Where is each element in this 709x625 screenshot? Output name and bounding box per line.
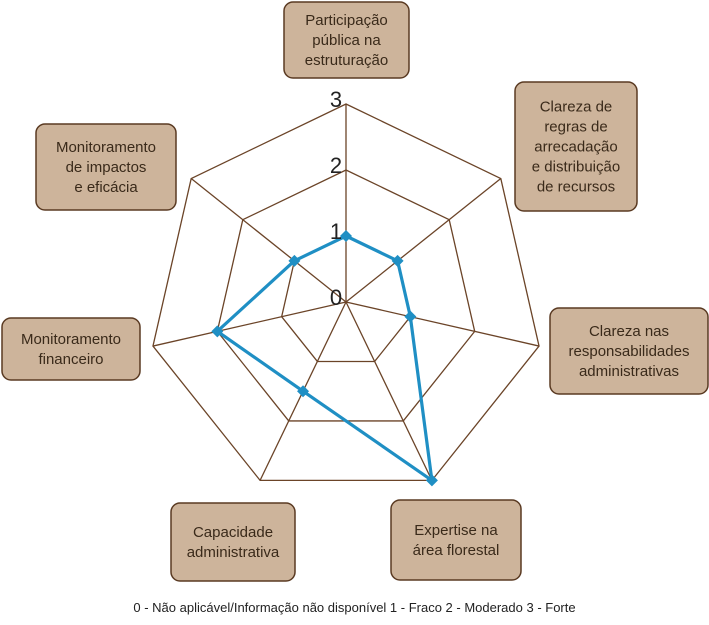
axis-label-line: administrativas [579, 363, 679, 380]
axis-label-line: administrativa [187, 544, 280, 561]
axis-label-box: Monitoramento de impactos e eficácia [35, 123, 177, 211]
radar-grid [152, 103, 540, 482]
axis-label-box: Clareza de regras de arrecadação e distribu… [514, 81, 638, 212]
axis-label-box: Monitoramento financeiro [1, 317, 141, 381]
radar-ticks: 0 1 2 3 [330, 87, 342, 310]
axis-label-line: responsabilidades [569, 343, 690, 360]
axis-label-box: Participação pública na estruturação [283, 1, 410, 79]
axis-label-line: e eficácia [74, 179, 138, 196]
axis-label-line: e distribuição [532, 159, 620, 176]
axis-label-line: estruturação [305, 52, 388, 69]
data-point [340, 230, 352, 242]
axis-label-line: Clareza nas [589, 323, 669, 340]
label-box-bg [1, 317, 141, 381]
tick-label: 3 [330, 87, 342, 112]
data-point [211, 325, 224, 338]
axis-spoke [345, 301, 433, 481]
axis-spoke [345, 301, 540, 347]
label-box-bg [514, 81, 638, 212]
axis-spoke [345, 178, 502, 303]
axis-label-line: de recursos [537, 179, 615, 196]
axis-spoke [190, 178, 347, 303]
axis-label-line: Clareza de [540, 99, 613, 116]
axis-spoke [152, 301, 347, 347]
axis-label-line: área florestal [413, 542, 500, 559]
axis-label-box: Expertise na área florestal [390, 499, 522, 581]
axis-label-line: Expertise na [414, 522, 498, 539]
series-line [214, 234, 434, 484]
label-box-bg [390, 499, 522, 581]
data-point [425, 474, 438, 487]
tick-label: 0 [330, 285, 342, 310]
label-box-bg [35, 123, 177, 211]
data-point [391, 254, 404, 267]
axis-label-line: Capacidade [193, 524, 273, 541]
radar-axis-labels: Participação pública na estruturaçãoClarez… [1, 1, 709, 582]
axis-label-line: regras de [544, 119, 607, 136]
label-box-bg [283, 1, 410, 79]
tick-label: 1 [330, 219, 342, 244]
axis-label-line: Monitoramento [21, 331, 121, 348]
axis-label-line: Participação [305, 12, 388, 29]
grid-ring-3 [152, 103, 540, 482]
axis-label-line: arrecadação [534, 139, 617, 156]
tick-label: 2 [330, 153, 342, 178]
axis-label-line: pública na [312, 32, 381, 49]
axis-label-line: Monitoramento [56, 139, 156, 156]
axis-label-box: Capacidade administrativa [170, 502, 296, 582]
label-box-bg [170, 502, 296, 582]
scale-legend: 0 - Não aplicável/Informação não disponí… [133, 600, 576, 615]
data-point [297, 385, 310, 398]
data-point [404, 310, 417, 323]
axis-label-box: Clareza nas responsabilidades administrati… [549, 307, 709, 395]
radar-series [211, 230, 438, 487]
label-box-bg [549, 307, 709, 395]
axis-label-line: financeiro [38, 351, 103, 368]
data-point [288, 254, 301, 267]
axis-label-line: de impactos [66, 159, 147, 176]
